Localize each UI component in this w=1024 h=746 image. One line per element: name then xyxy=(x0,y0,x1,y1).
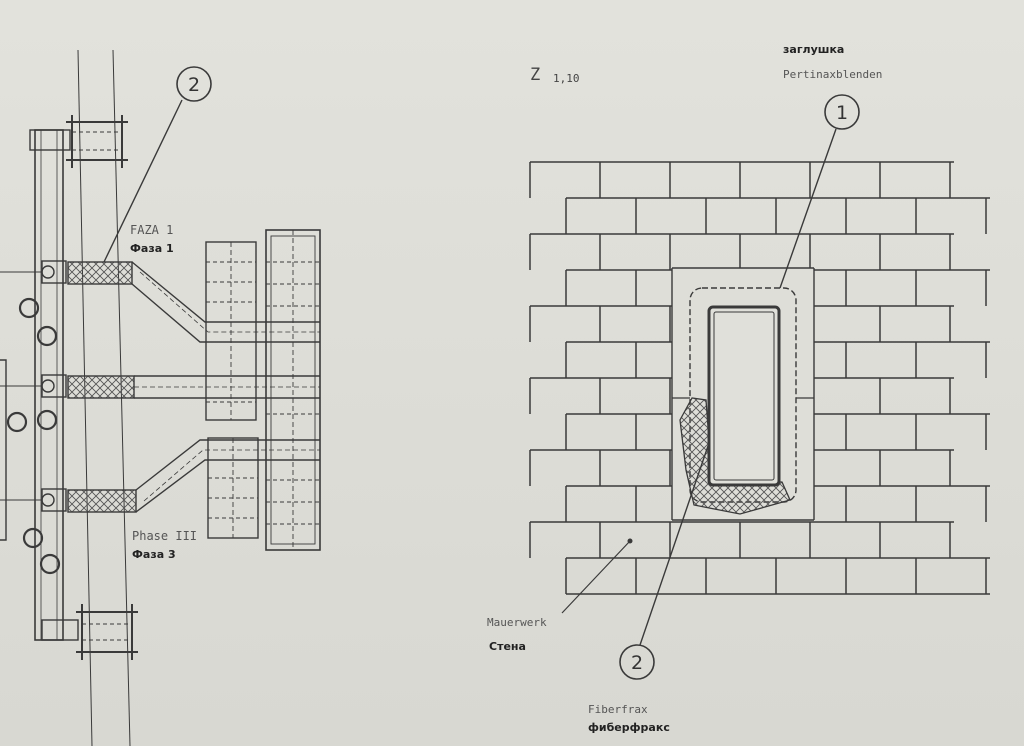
mauerwerk-label: Mauerwerk xyxy=(487,616,547,629)
opening-detail xyxy=(561,94,860,680)
faza1-cyr-label: Фаза 1 xyxy=(130,242,174,255)
callout-1-number: 1 xyxy=(836,102,848,124)
bottom-bracket xyxy=(76,604,138,660)
phase-1-connector xyxy=(0,260,320,343)
callout-1-leader xyxy=(779,128,837,289)
phase-2-connector xyxy=(0,374,320,399)
bolts xyxy=(6,265,61,575)
fiberfrax-label: Fiberfrax xyxy=(588,703,648,716)
zaglushka-label: заглушка xyxy=(783,43,844,56)
phase3-label: Phase III xyxy=(132,529,197,543)
callout-2-bottom-leader xyxy=(639,445,709,646)
callout-2-bottom-number: 2 xyxy=(631,652,643,674)
top-bracket xyxy=(66,115,128,168)
callout-1-circle xyxy=(824,94,860,130)
fiberfrax-cyr-label: фиберфракс xyxy=(588,721,670,734)
mauerwerk-leader xyxy=(561,540,631,614)
faza1-label: FAZA 1 xyxy=(130,223,173,237)
insulator-block-b xyxy=(207,437,259,539)
brick-wall xyxy=(529,161,990,595)
mauerwerk-cyr-label: Стена xyxy=(489,640,526,653)
callout-2-left-leader xyxy=(103,99,183,263)
callout-2-left-circle xyxy=(176,66,212,102)
phase-3-connector xyxy=(0,439,320,513)
phase3-cyr-label: Фаза 3 xyxy=(132,548,176,561)
busbar-section xyxy=(0,49,321,746)
conductor-bar xyxy=(707,305,781,487)
insulator-block-c xyxy=(265,229,321,551)
callout-2-left-number: 2 xyxy=(188,74,200,96)
callout-2-bottom-circle xyxy=(619,644,655,680)
detail-title: Z xyxy=(530,65,540,85)
pertinax-blend-outline xyxy=(689,287,797,503)
detail-scale: 1,10 xyxy=(553,72,580,85)
insulator-block-a xyxy=(205,241,257,421)
pertinax-label: Pertinaxblenden xyxy=(783,68,882,81)
